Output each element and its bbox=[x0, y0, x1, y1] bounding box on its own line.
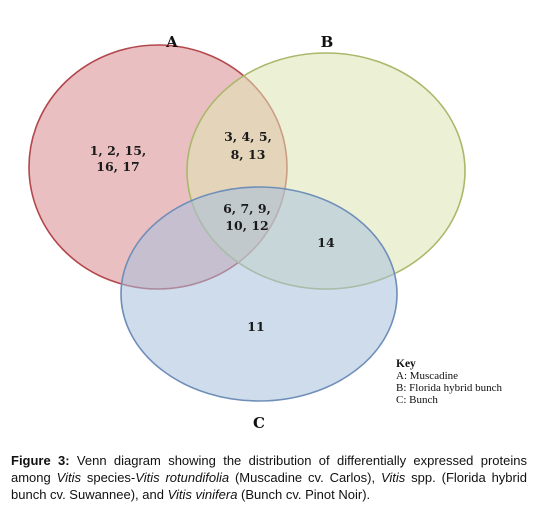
caption-italic-4: Vitis vinifera bbox=[167, 487, 238, 502]
caption-text-4: spp. (Florida hybrid bunch cv. Suwannee)… bbox=[11, 470, 527, 502]
set-a-label: A bbox=[165, 33, 178, 51]
caption-text-5: (Bunch cv. Pinot Noir). bbox=[237, 487, 371, 502]
set-b-label: B bbox=[321, 33, 334, 51]
key-item-a: A: Muscadine bbox=[396, 370, 459, 382]
region-a-only-line1: 1, 2, 15, bbox=[90, 143, 147, 158]
key-legend: Key A: Muscadine B: Florida hybrid bunch… bbox=[396, 358, 502, 406]
caption-text-2: species- bbox=[80, 470, 136, 485]
caption-text-1: Venn diagram showing the distribution of… bbox=[11, 453, 527, 485]
set-c-label: C bbox=[253, 414, 265, 432]
region-c-only: 11 bbox=[247, 319, 264, 334]
region-abc-line2: 10, 12 bbox=[225, 218, 269, 233]
key-item-c: C: Bunch bbox=[396, 394, 438, 406]
region-ab-line2: 8, 13 bbox=[231, 147, 266, 162]
caption-text-3: (Muscadine cv. Carlos), bbox=[229, 470, 381, 485]
venn-diagram: A B C 1, 2, 15, 16, 17 3, 4, 5, 8, 13 6,… bbox=[28, 33, 466, 432]
figure-label: Figure 3: bbox=[11, 453, 70, 468]
set-c-circle bbox=[120, 186, 398, 402]
caption-italic-2: Vitis rotundifolia bbox=[135, 470, 230, 485]
key-item-b: B: Florida hybrid bunch bbox=[396, 382, 503, 394]
caption-italic-3: Vitis bbox=[380, 470, 406, 485]
region-abc-line1: 6, 7, 9, bbox=[223, 201, 271, 216]
region-ab-line1: 3, 4, 5, bbox=[224, 129, 272, 144]
region-bc: 14 bbox=[317, 235, 335, 250]
key-title: Key bbox=[396, 358, 416, 370]
figure-caption: Figure 3: Venn diagram showing the distr… bbox=[11, 452, 527, 503]
region-a-only-line2: 16, 17 bbox=[96, 159, 140, 174]
caption-italic-1: Vitis bbox=[56, 470, 81, 485]
